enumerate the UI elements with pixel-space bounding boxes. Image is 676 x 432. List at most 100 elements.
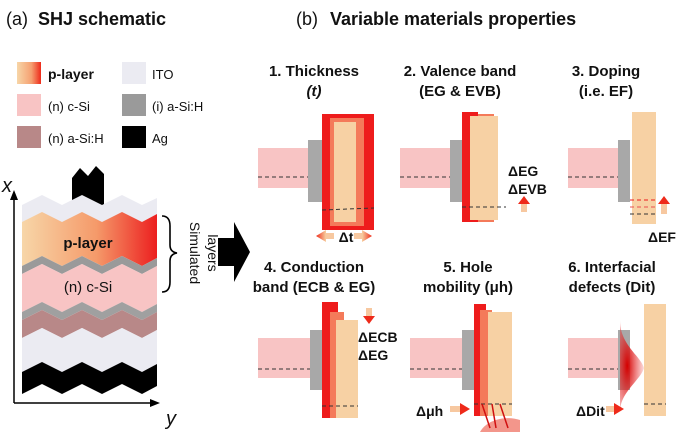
item-2-title-line1: 2. Valence band <box>404 63 517 80</box>
item-2-title-line2: (EG & EVB) <box>419 83 501 100</box>
axis-label-x: x <box>1 175 13 197</box>
d2-player-band <box>470 116 498 220</box>
big-arrow-icon <box>218 222 250 282</box>
d4-player-band <box>336 320 358 418</box>
d2-delta-label-1: ΔEG <box>508 163 538 179</box>
item-4-title-line2: band (ECB & EG) <box>253 279 376 296</box>
stack-p-layer <box>22 212 157 266</box>
item-3-title-line2: (i.e. EF) <box>579 83 633 100</box>
legend-label-csi: (n) c-Si <box>48 99 90 114</box>
axis-label-y: y <box>164 408 177 430</box>
legend-swatch-nasi <box>17 126 41 148</box>
d6-player-band <box>644 304 666 416</box>
d3-arrow-up-icon <box>658 196 670 204</box>
d6-defect-distribution <box>620 320 644 412</box>
d2-delta-label-2: ΔEVB <box>508 181 547 197</box>
d5-csi-band <box>410 338 462 378</box>
simulated-brace <box>161 215 178 293</box>
legend-swatch-isi <box>122 94 146 116</box>
d3-isi-band <box>618 140 630 202</box>
d1-delta-label: Δt <box>339 229 354 245</box>
d1-arrow-left-icon <box>316 230 326 242</box>
item-6-title-line1: 6. Interfacial <box>568 259 656 276</box>
d3-csi-band <box>568 148 620 188</box>
legend-swatch-ito <box>122 62 146 84</box>
diagram-interfacial-defects: ΔDit <box>568 304 666 419</box>
legend: p-layer ITO (n) c-Si (i) a-Si:H (n) a-Si… <box>17 62 203 148</box>
simulated-label-2: layers <box>205 234 221 271</box>
diagram-hole-mobility: Δμh <box>410 304 520 432</box>
item-3-title-line1: 3. Doping <box>572 63 640 80</box>
d1-player-fermi <box>321 207 375 211</box>
panel-a-prefix: (a) <box>6 9 28 29</box>
legend-swatch-p-layer <box>17 62 41 84</box>
item-5-title-line1: 5. Hole <box>443 259 492 276</box>
d5-hole-cloud <box>480 418 520 432</box>
d1-arrow-right-icon <box>362 230 372 242</box>
d2-arrow-up-icon <box>518 196 530 204</box>
stack-i-asi-top <box>22 256 157 274</box>
d4-csi-band <box>258 338 310 378</box>
y-axis-arrow-icon <box>150 399 160 407</box>
d6-csi-band <box>568 338 620 378</box>
stack-n-label: (n) c-Si <box>64 279 112 296</box>
legend-swatch-csi <box>17 94 41 116</box>
d5-isi-band <box>462 330 474 390</box>
d5-hole-path-1 <box>481 403 491 429</box>
item-6-title-line2: defects (Dit) <box>569 279 656 296</box>
legend-label-p-layer: p-layer <box>48 66 94 82</box>
panel-b-title: Variable materials properties <box>330 9 576 29</box>
item-1-title-line1: 1. Thickness <box>269 63 359 80</box>
d5-delta-label: Δμh <box>416 403 443 419</box>
d2-arrow-up-shaft <box>521 204 527 212</box>
simulated-label-1: Simulated <box>187 222 203 284</box>
stack-i-asi-bottom <box>22 302 157 320</box>
d4-delta-label-1: ΔECB <box>358 329 398 345</box>
item-5-title-line2: mobility (μh) <box>423 279 513 296</box>
axes: x y <box>1 175 177 430</box>
panel-b-prefix: (b) <box>296 9 318 29</box>
legend-label-ito: ITO <box>152 67 173 82</box>
d5-player-band <box>488 312 512 416</box>
d5-hole-path-2 <box>491 403 497 429</box>
d6-arrow-shaft <box>606 406 614 412</box>
item-1-title-line2: (t) <box>307 83 322 100</box>
d6-delta-label: ΔDit <box>576 403 605 419</box>
shj-stack: p-layer (n) c-Si <box>22 166 157 394</box>
diagram-doping: ΔEF <box>568 112 676 245</box>
d4-arrow-down-icon <box>363 316 375 324</box>
legend-label-nasi: (n) a-Si:H <box>48 131 104 146</box>
d1-player-band <box>334 122 356 222</box>
d6-arrow-right-icon <box>614 403 624 415</box>
d5-arrow-right-icon <box>460 403 470 415</box>
stack-csi <box>22 264 157 312</box>
bottom-ito-layer <box>22 328 157 372</box>
d5-arrow-shaft <box>450 406 460 412</box>
d2-isi-band <box>450 140 462 202</box>
legend-label-ag: Ag <box>152 131 168 146</box>
item-4-title-line1: 4. Conduction <box>264 259 364 276</box>
stack-n-asi <box>22 310 157 338</box>
d4-isi-band <box>310 330 322 390</box>
diagram-valence-band: ΔEG ΔEVB <box>400 112 547 222</box>
d3-player-band <box>632 112 656 224</box>
diagram-thickness: Δt <box>258 114 375 245</box>
bottom-ag-contact <box>22 362 157 394</box>
d2-csi-band <box>400 148 452 188</box>
d4-arrow-down-shaft <box>366 308 372 316</box>
panel-a-title: SHJ schematic <box>38 9 166 29</box>
legend-swatch-ag <box>122 126 146 148</box>
d3-arrow-up-shaft <box>661 204 667 214</box>
d1-csi-band <box>258 148 310 188</box>
legend-label-isi: (i) a-Si:H <box>152 99 203 114</box>
d4-delta-label-2: ΔEG <box>358 347 388 363</box>
d1-arrow-right-shaft <box>354 233 362 239</box>
d3-delta-label: ΔEF <box>648 229 676 245</box>
diagram-conduction-band: ΔECB ΔEG <box>258 302 398 418</box>
stack-p-label: p-layer <box>63 235 112 252</box>
d1-arrow-left-shaft <box>326 233 334 239</box>
x-axis-arrow-icon <box>10 190 18 200</box>
d5-hole-path-3 <box>499 403 509 429</box>
